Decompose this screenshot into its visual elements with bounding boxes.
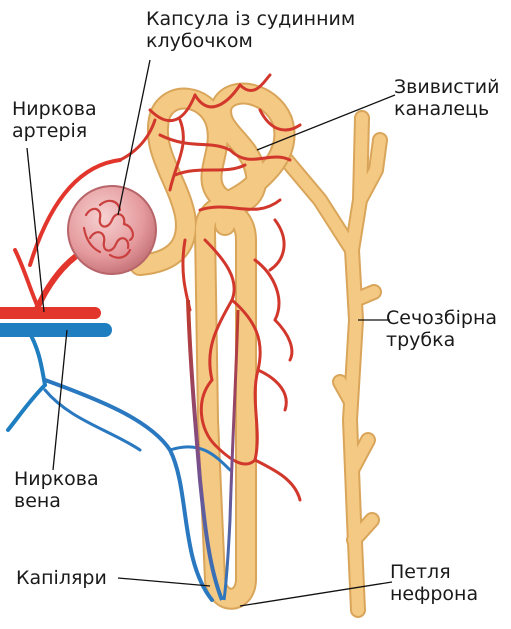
renal-vein <box>0 330 230 600</box>
label-capillaries: Капіляри <box>16 567 107 589</box>
label-artery: Ниркова артерія <box>12 98 97 142</box>
label-collecting-duct: Сечозбірна трубка <box>386 307 497 351</box>
label-artery-line1: Ниркова <box>12 98 97 120</box>
label-vein-line2: вена <box>14 490 99 512</box>
leader-capillaries <box>118 578 210 586</box>
label-artery-line2: артерія <box>12 120 97 142</box>
label-loop: Петля нефрона <box>390 561 478 605</box>
label-capsule: Капсула із судинним клубочком <box>146 8 355 52</box>
label-capsule-line2: клубочком <box>146 30 355 52</box>
label-convoluted-line2: каналець <box>394 98 499 120</box>
label-capsule-line1: Капсула із судинним <box>146 8 355 30</box>
label-loop-line1: Петля <box>390 561 478 583</box>
collecting-duct <box>278 118 380 610</box>
leader-loop <box>240 582 392 606</box>
label-vein: Ниркова вена <box>14 468 99 512</box>
label-loop-line2: нефрона <box>390 583 478 605</box>
label-capillaries-line1: Капіляри <box>16 567 107 589</box>
label-convoluted-tubule: Звивистий каналець <box>394 76 499 120</box>
glomerular-capsule <box>68 186 156 274</box>
label-convoluted-line1: Звивистий <box>394 76 499 98</box>
label-collecting-line2: трубка <box>386 329 497 351</box>
label-collecting-line1: Сечозбірна <box>386 307 497 329</box>
label-vein-line1: Ниркова <box>14 468 99 490</box>
